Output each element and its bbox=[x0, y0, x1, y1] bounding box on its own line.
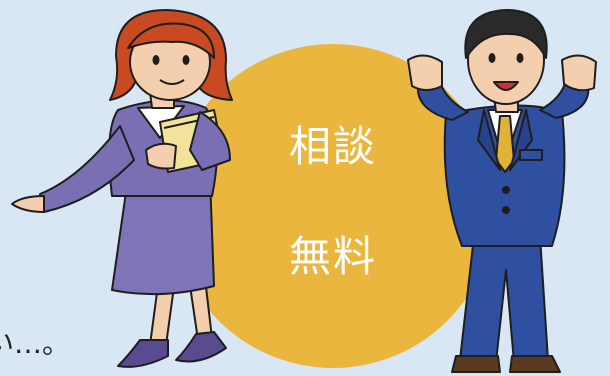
badge-line-free: 無料 bbox=[288, 232, 377, 281]
woman-illustration bbox=[11, 9, 233, 368]
speech-caption: い…。 bbox=[0, 327, 71, 360]
man-illustration bbox=[407, 9, 597, 373]
badge-line-consultation: 相談 bbox=[288, 122, 377, 171]
free-consultation-circle bbox=[171, 44, 495, 368]
